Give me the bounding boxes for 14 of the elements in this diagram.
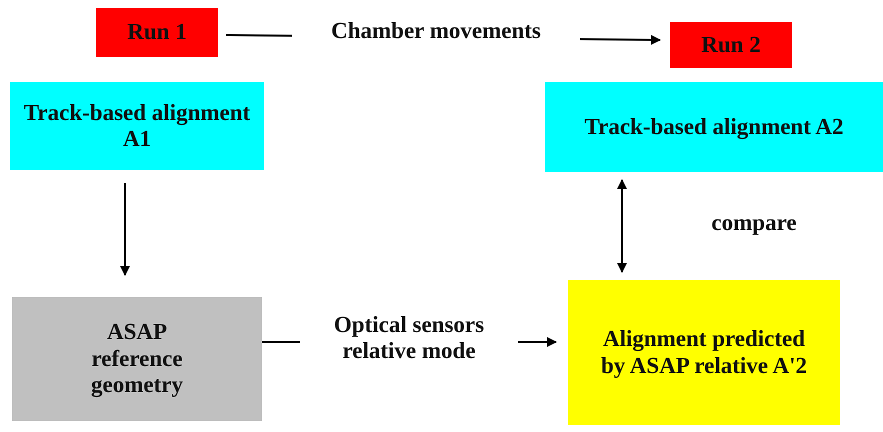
node-text: Run 1 <box>127 19 187 46</box>
node-text: Track-based alignment A1 <box>22 100 252 152</box>
run-box <box>670 22 792 68</box>
node-text: Track-based alignment A2 <box>584 114 844 140</box>
node-text: ASAP reference geometry <box>90 319 184 399</box>
arrow <box>120 183 130 276</box>
run-box <box>96 8 218 57</box>
node-text: Run 2 <box>701 32 761 58</box>
node-text: Alignment predicted by ASAP relative A'2 <box>600 326 808 379</box>
arrow <box>617 179 627 273</box>
alignment-box <box>545 82 883 172</box>
alignment-box <box>10 82 264 170</box>
reference-box <box>12 297 262 421</box>
prediction-box <box>568 280 840 425</box>
